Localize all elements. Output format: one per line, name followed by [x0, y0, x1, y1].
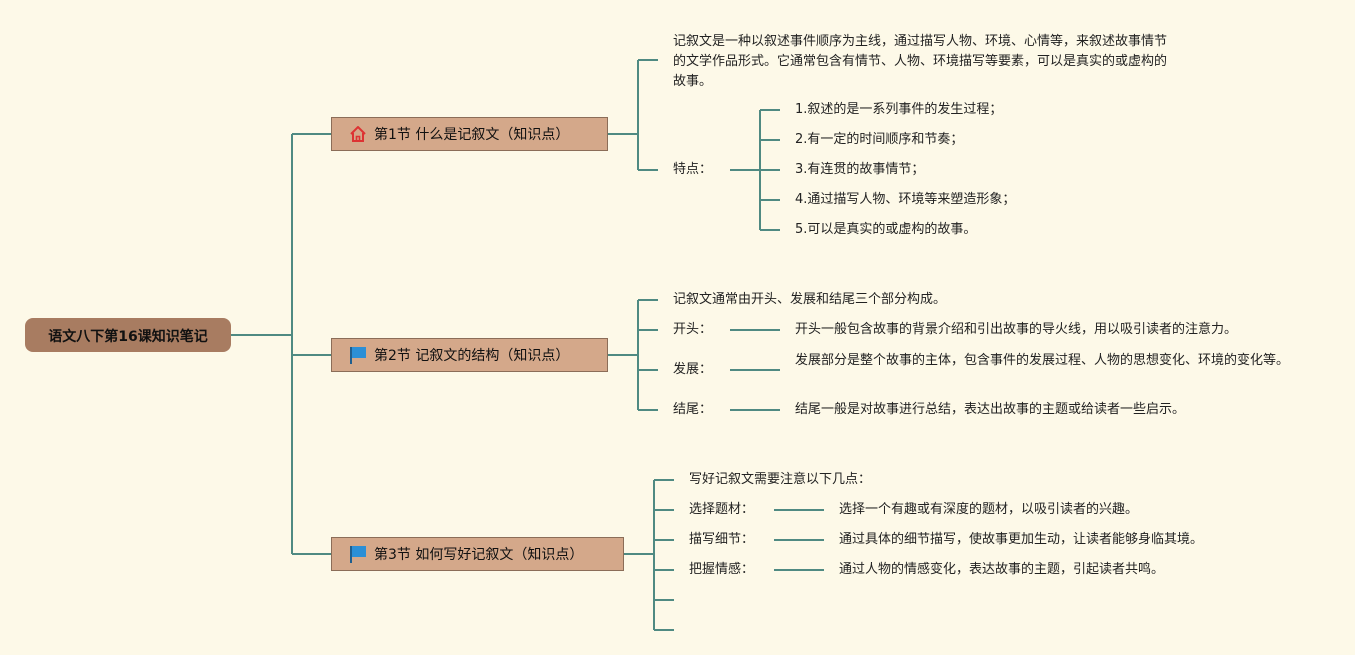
flag-icon	[348, 544, 368, 564]
tip-label-emotion: 把握情感：	[689, 562, 755, 577]
section-2-node[interactable]: 第2节 记叙文的结构（知识点）	[331, 338, 608, 372]
feature-item: 2.有一定的时间顺序和节奏；	[795, 132, 964, 147]
home-icon	[348, 124, 368, 144]
section-2-intro: 记叙文通常由开头、发展和结尾三个部分构成。	[673, 292, 947, 307]
tip-label-details: 描写细节：	[689, 532, 755, 547]
section-3-title: 第3节 如何写好记叙文（知识点）	[374, 547, 584, 563]
structure-text-development: 发展部分是整个故事的主体，包含事件的发展过程、人物的思想变化、环境的变化等。	[795, 353, 1290, 368]
section-1-features-label: 特点：	[673, 162, 713, 177]
section-3-intro: 写好记叙文需要注意以下几点：	[689, 472, 872, 487]
section-1-definition: 记叙文是一种以叙述事件顺序为主线，通过描写人物、环境、心情等，来叙述故事情节的文…	[673, 34, 1168, 89]
structure-label-opening: 开头：	[673, 322, 713, 337]
section-1-title: 第1节 什么是记叙文（知识点）	[374, 127, 570, 143]
structure-label-development: 发展：	[673, 362, 713, 377]
tip-text-emotion: 通过人物的情感变化，表达故事的主题，引起读者共鸣。	[839, 562, 1165, 577]
feature-item: 5.可以是真实的或虚构的故事。	[795, 222, 977, 237]
feature-item: 3.有连贯的故事情节；	[795, 162, 925, 177]
section-2-title: 第2节 记叙文的结构（知识点）	[374, 348, 570, 364]
section-3-node[interactable]: 第3节 如何写好记叙文（知识点）	[331, 537, 624, 571]
flag-icon	[348, 345, 368, 365]
root-title: 语文八下第16课知识笔记	[48, 328, 208, 345]
structure-text-ending: 结尾一般是对故事进行总结，表达出故事的主题或给读者一些启示。	[795, 402, 1186, 417]
tip-text-topic: 选择一个有趣或有深度的题材，以吸引读者的兴趣。	[839, 502, 1139, 517]
root-node[interactable]: 语文八下第16课知识笔记	[25, 318, 231, 352]
structure-label-ending: 结尾：	[673, 402, 713, 417]
structure-text-opening: 开头一般包含故事的背景介绍和引出故事的导火线，用以吸引读者的注意力。	[795, 322, 1238, 337]
feature-item: 4.通过描写人物、环境等来塑造形象；	[795, 192, 1016, 207]
section-1-node[interactable]: 第1节 什么是记叙文（知识点）	[331, 117, 608, 151]
tip-text-details: 通过具体的细节描写，使故事更加生动，让读者能够身临其境。	[839, 532, 1204, 547]
tip-label-topic: 选择题材：	[689, 502, 755, 517]
feature-item: 1.叙述的是一系列事件的发生过程；	[795, 102, 1003, 117]
